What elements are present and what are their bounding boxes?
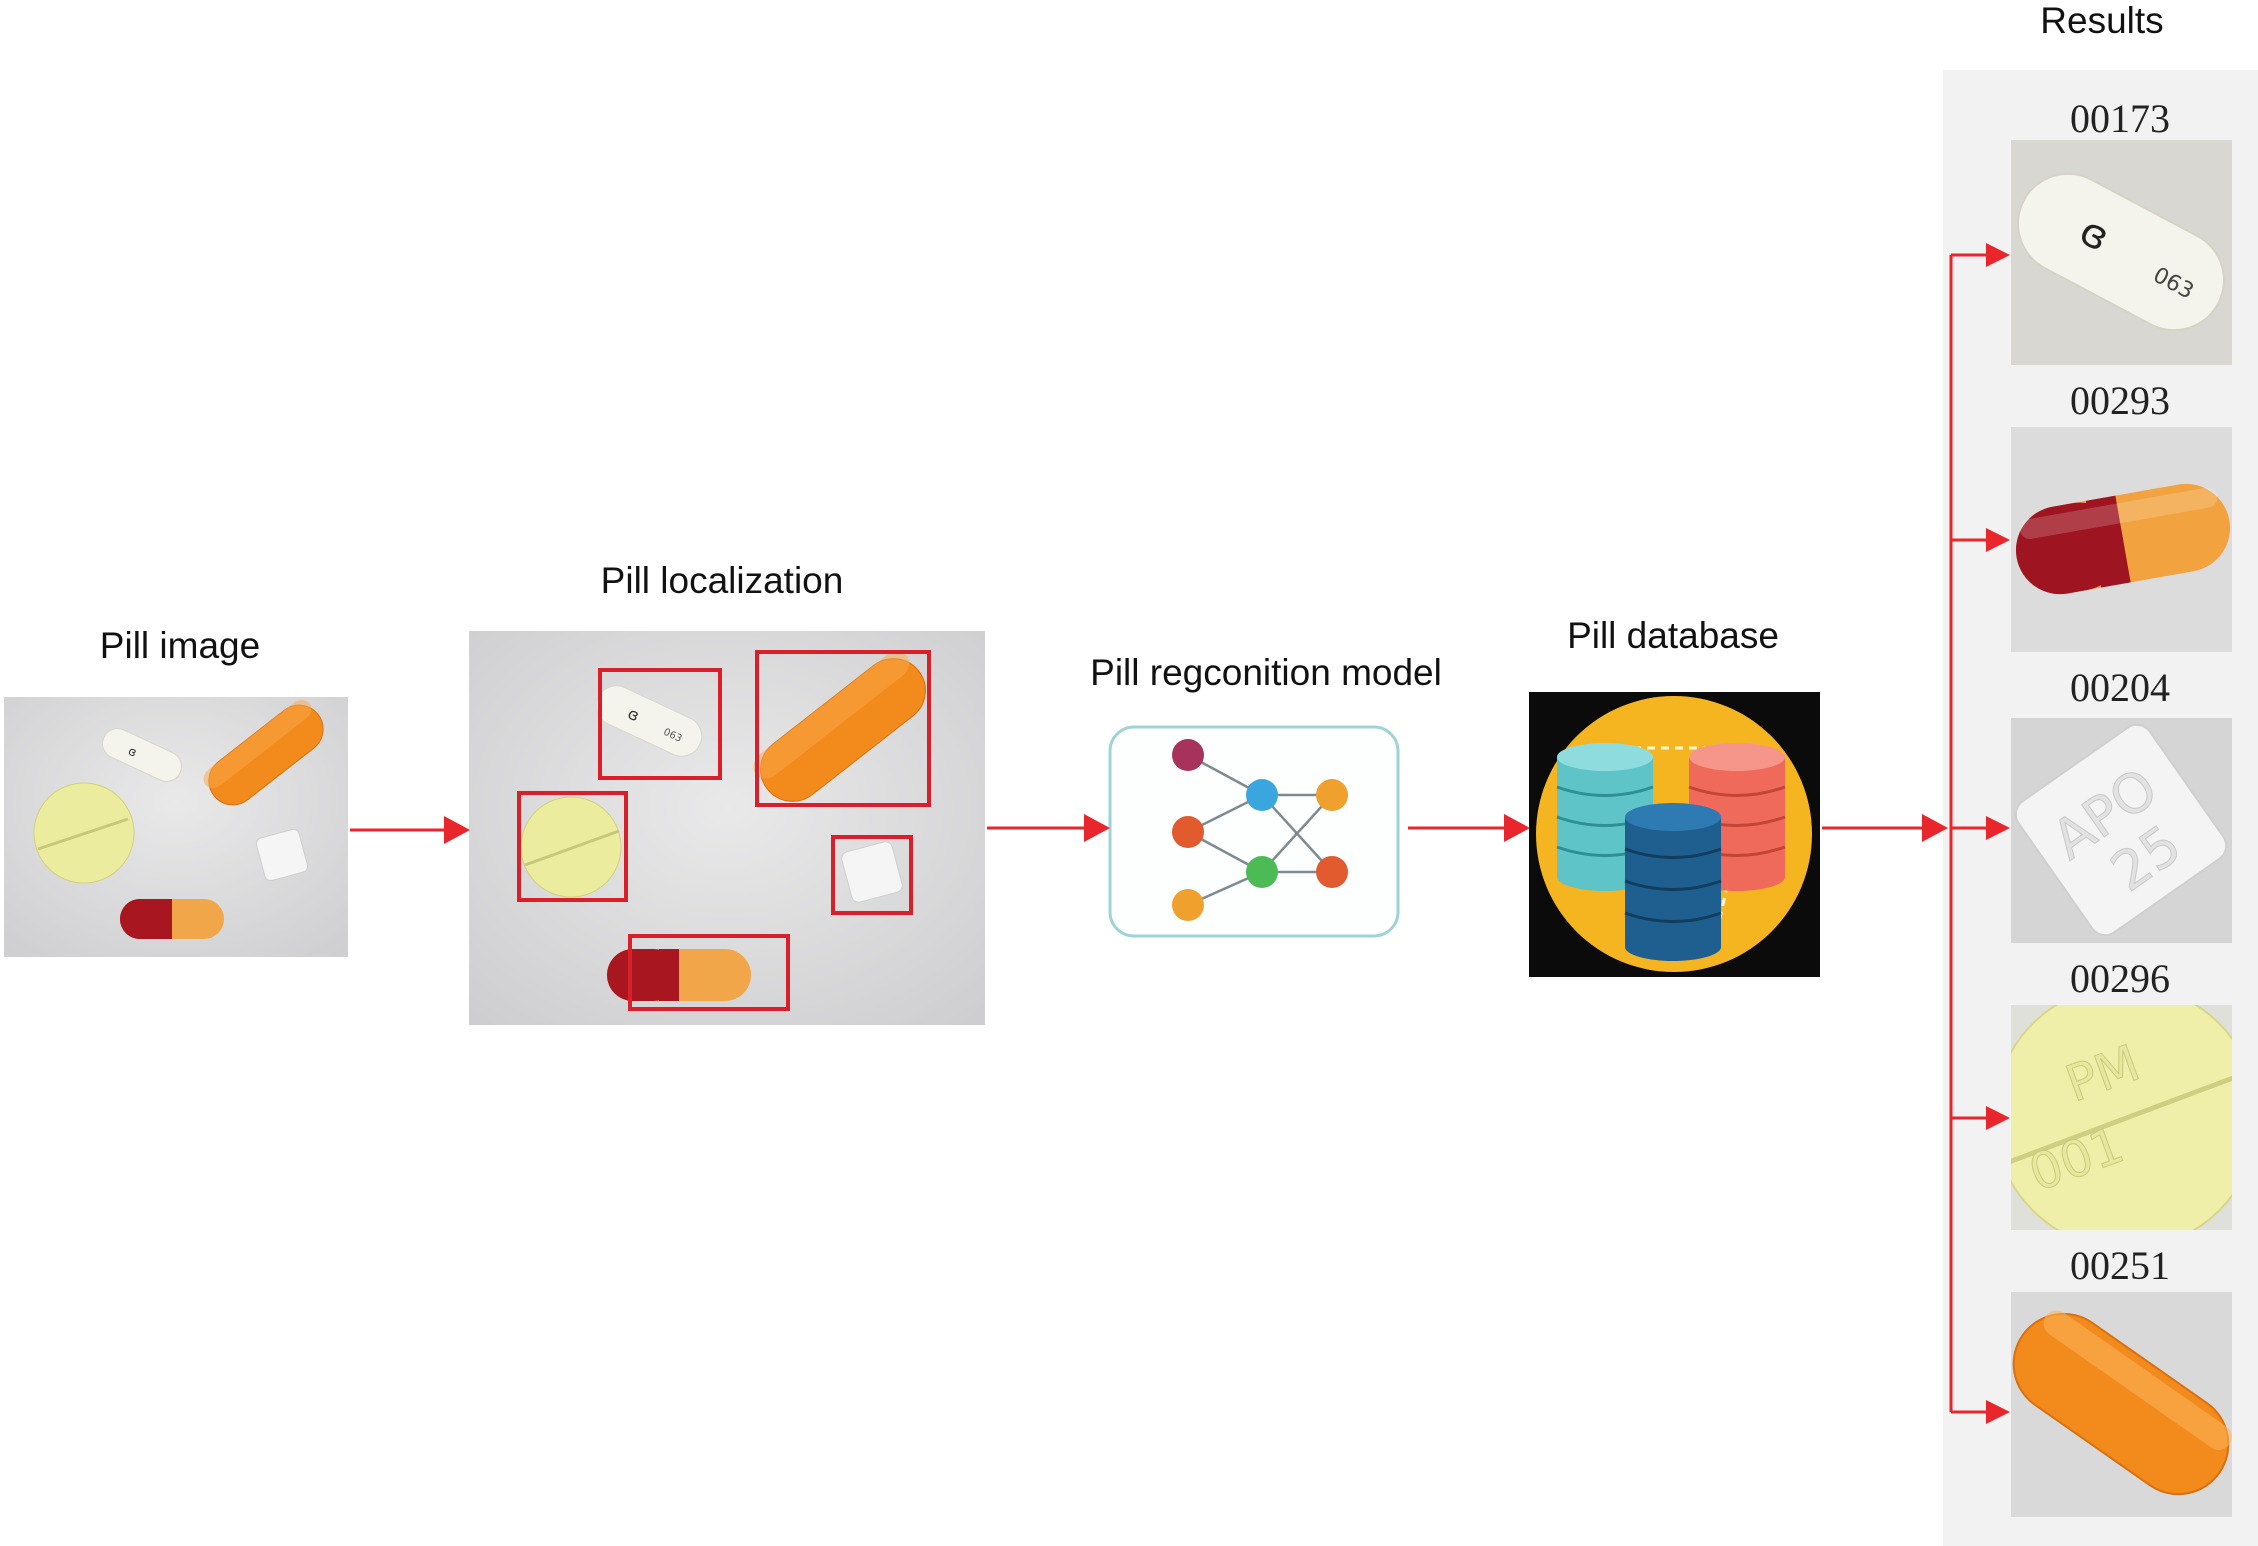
results-label: Results (2040, 0, 2164, 41)
bbox-yellow-tablet (517, 791, 628, 902)
db-cylinder-navy (1624, 803, 1722, 961)
result-id-2: 00293 (2070, 378, 2170, 423)
result-image-2 (2011, 427, 2232, 652)
result-image-1: ɞ 063 (2011, 140, 2232, 365)
result-id-4: 00296 (2070, 956, 2170, 1001)
recognition-model-label: Pill regconition model (1090, 652, 1442, 693)
pill-image-photo: ɞ (4, 697, 348, 957)
result-id-5: 00251 (2070, 1243, 2170, 1288)
result-id-3: 00204 (2070, 665, 2170, 710)
bbox-orange-capsule (755, 650, 931, 807)
pill-localization-photo: ɞ 063 (469, 631, 985, 1025)
bbox-red-capsule (628, 934, 790, 1011)
result-image-5 (2011, 1292, 2232, 1517)
result-id-1: 00173 (2070, 96, 2170, 141)
pill-database-label: Pill database (1567, 615, 1779, 656)
pill-image-label: Pill image (99, 625, 261, 666)
result-image-3: APO 25 (2011, 718, 2232, 943)
bbox-white-square (831, 835, 913, 915)
pill-database-icon (1529, 692, 1820, 977)
bbox-white-capsule (598, 668, 722, 780)
pill-localization-label: Pill localization (600, 560, 844, 601)
result-image-4: PM 001 (2011, 1005, 2232, 1230)
recognition-model-diagram (1108, 725, 1400, 938)
